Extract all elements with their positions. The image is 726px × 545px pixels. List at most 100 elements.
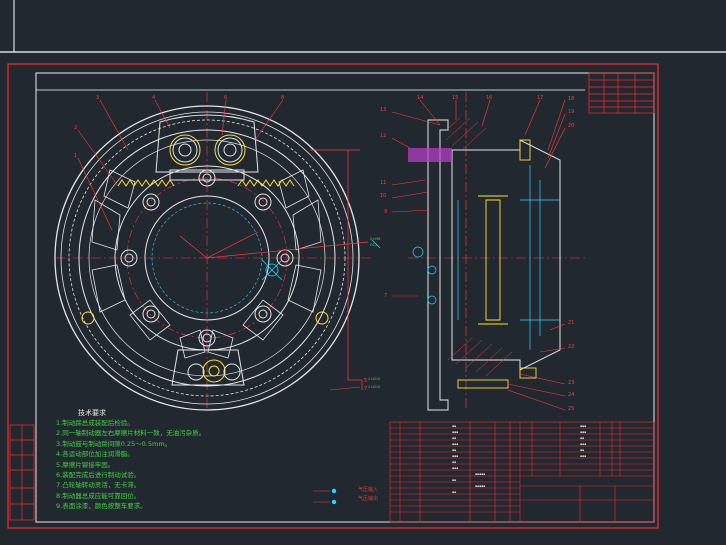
side-hidden (412, 165, 560, 350)
seals (457, 139, 537, 389)
svg-text:▪▪: ▪▪ (452, 436, 456, 440)
svg-text:8: 8 (281, 95, 284, 101)
hub-section (451, 139, 561, 371)
svg-text:3: 3 (96, 95, 99, 101)
drum-ring (60, 111, 354, 405)
outer-frame (7, 63, 659, 529)
legend-label: 气压输入 (358, 487, 379, 493)
svg-text:▪▪▪: ▪▪▪ (452, 466, 458, 470)
legend-label: 气压输出 (358, 496, 379, 502)
svg-text:11: 11 (380, 180, 386, 186)
hub-bore (144, 195, 270, 321)
return-spring (81, 134, 329, 383)
ribs (91, 169, 322, 359)
svg-text:18: 18 (568, 96, 574, 102)
legend-item: 气压输入 (318, 486, 378, 495)
svg-text:22: 22 (568, 344, 574, 350)
svg-text:Ø12: Ø12 (370, 242, 377, 247)
legend-markers (313, 488, 337, 505)
anchor-pin (171, 349, 245, 386)
side-callouts: 13 12 11 10 9 7 14 15 16 17 18 19 20 21 … (380, 95, 574, 412)
svg-text:▪▪: ▪▪ (580, 436, 584, 440)
svg-text:▪▪▪: ▪▪▪ (580, 442, 586, 446)
axle-section (485, 199, 501, 321)
svg-text:17: 17 (537, 95, 543, 101)
svg-text:20: 20 (568, 123, 574, 129)
axle-section-lines (478, 195, 508, 325)
shoe-outer (78, 129, 336, 387)
hidden-features (261, 239, 381, 281)
leaders (77, 99, 361, 391)
hatching (445, 117, 513, 377)
cam-shaft (408, 148, 452, 162)
svg-text:25: 25 (568, 406, 574, 412)
hub-hidden (151, 202, 263, 314)
svg-text:▪▪▪: ▪▪▪ (452, 442, 458, 446)
note-line: 2.同一轴制动器左右摩擦片材料一致，无油污杂质。 (56, 429, 206, 438)
svg-text:16: 16 (486, 95, 492, 101)
parts-text: ▪▪▪▪▪▪▪ ▪▪▪▪▪▪▪▪ ▪▪▪▪▪▪▪▪▪▪ ▪▪▪▪▪▪▪▪▪ ▪▪… (452, 424, 586, 494)
svg-text:7: 7 (364, 386, 367, 392)
drum-shell (427, 119, 449, 411)
svg-text:▪▪: ▪▪ (452, 490, 456, 494)
svg-text:6: 6 (224, 95, 227, 101)
svg-text:10: 10 (380, 193, 386, 199)
svg-text:14: 14 (417, 95, 423, 101)
svg-text:2: 2 (74, 125, 77, 131)
svg-text:▪▪: ▪▪ (452, 460, 456, 464)
front-annotations: 2×M8 Ø12 4×Ø10 4×Ø10 (368, 237, 380, 389)
svg-text:4×Ø10: 4×Ø10 (368, 376, 380, 381)
svg-text:▪▪▪: ▪▪▪ (452, 430, 458, 434)
side-leaders (391, 99, 566, 411)
left-stamp (9, 424, 35, 521)
svg-text:1: 1 (74, 153, 77, 159)
svg-text:▪▪: ▪▪ (580, 448, 584, 452)
svg-text:▪▪▪: ▪▪▪ (452, 454, 458, 458)
svg-text:▪▪▪: ▪▪▪ (580, 430, 586, 434)
note-line: 4.各运动部位加注润滑脂。 (56, 450, 134, 459)
notes-title: 技术要求 (78, 409, 106, 417)
svg-text:4×Ø10: 4×Ø10 (368, 384, 380, 389)
stamp-table (588, 72, 655, 114)
technical-notes: 技术要求 1.制动蹄总成装配后检验。 2.同一轴制动器左右摩擦片材料一致，无油污… (56, 409, 386, 512)
svg-text:5: 5 (364, 378, 367, 384)
svg-text:▪▪▪▪▪: ▪▪▪▪▪ (475, 472, 485, 476)
svg-text:▪▪: ▪▪ (452, 448, 456, 452)
note-line: 8.制动器总成应能可靠回位。 (56, 491, 141, 500)
svg-text:19: 19 (568, 109, 574, 115)
parts-list (389, 421, 655, 523)
drum-outer (54, 105, 360, 411)
svg-text:9: 9 (384, 209, 387, 215)
svg-text:4: 4 (152, 95, 155, 101)
note-line: 6.装配完成后进行制动试验。 (56, 471, 141, 480)
svg-text:▪▪▪: ▪▪▪ (580, 424, 586, 428)
cam-assembly (155, 114, 259, 181)
svg-text:7: 7 (384, 293, 387, 299)
front-view: 3 4 6 8 2 1 5 7 2×M8 Ø12 4×Ø10 4×Ø10 (54, 92, 381, 411)
pitch-circle (126, 177, 288, 339)
svg-text:12: 12 (380, 133, 386, 139)
note-line: 1.制动蹄总成装配后检验。 (56, 419, 134, 427)
legend-item: 气压输出 (318, 495, 378, 504)
note-line: 9.表面涂漆，颜色按整车要求。 (56, 502, 147, 511)
side-view: 13 12 11 10 9 7 14 15 16 17 18 19 20 21 … (380, 92, 585, 412)
svg-text:24: 24 (568, 392, 574, 398)
note-line: 3.制动鼓与制动蹄间隙0.25～0.5mm。 (56, 439, 172, 448)
drum-ring-dashed (68, 119, 346, 397)
front-callouts: 3 4 6 8 2 1 5 7 (74, 95, 367, 392)
svg-text:2×M8: 2×M8 (370, 237, 380, 241)
svg-text:21: 21 (568, 320, 574, 326)
svg-text:▪▪▪▪▪: ▪▪▪▪▪ (475, 484, 485, 488)
svg-text:▪▪▪: ▪▪▪ (580, 454, 586, 458)
legend: 气压输入 气压输出 (318, 486, 378, 504)
svg-text:▪▪: ▪▪ (452, 424, 456, 428)
note-line: 7.凸轮轴转动灵活，无卡滞。 (56, 481, 141, 490)
svg-text:13: 13 (380, 107, 386, 113)
svg-text:15: 15 (452, 95, 458, 101)
inner-frame (35, 72, 655, 523)
dimension-lines (179, 149, 369, 390)
svg-text:▪▪: ▪▪ (452, 478, 456, 482)
shoe-inner (88, 139, 326, 377)
svg-text:23: 23 (568, 380, 574, 386)
